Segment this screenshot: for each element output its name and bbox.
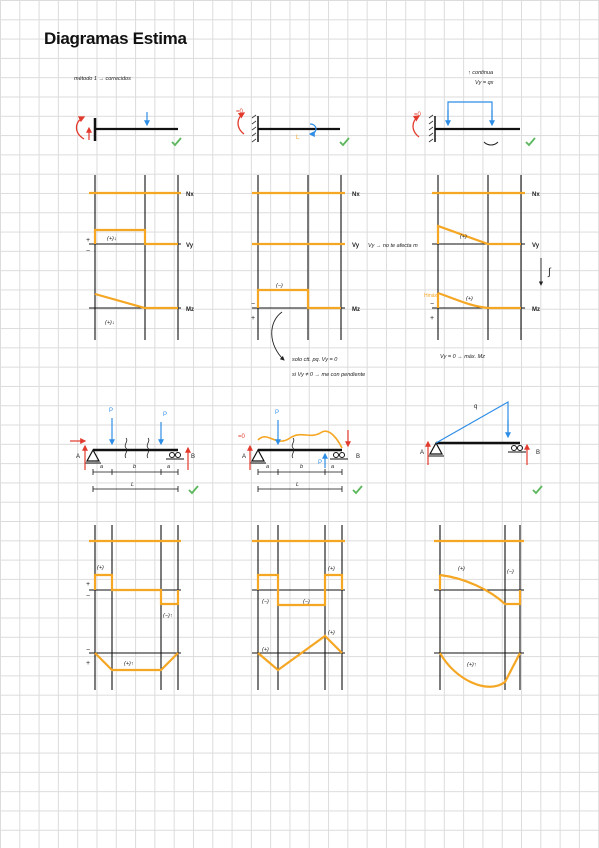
svg-text:−: − (251, 301, 255, 308)
svg-text:+: + (86, 581, 90, 588)
svg-text:∫: ∫ (547, 267, 552, 278)
svg-text:(+)↓: (+)↓ (107, 236, 117, 242)
cantilever-1 (75, 112, 182, 147)
svg-text:(−): (−) (303, 599, 310, 605)
note-only-ctt: solo ctt. pq. Vy = 0 (292, 357, 338, 363)
svg-text:(+): (+) (262, 647, 269, 653)
svg-text:P: P (318, 460, 322, 466)
svg-text:Nx: Nx (352, 192, 360, 198)
svg-text:L: L (296, 135, 300, 141)
svg-text:(+): (+) (97, 565, 104, 571)
svg-text:Mz: Mz (532, 307, 540, 313)
svg-text:a: a (266, 464, 269, 470)
svg-text:+: + (430, 315, 434, 322)
diagram-set-6: (+) (−) (+)↑ (434, 525, 524, 690)
diagram-set-1: Nx (+)↓ Vy + − (+)↓ Mz (86, 175, 194, 340)
svg-text:a: a (331, 464, 334, 470)
svg-text:(+): (+) (328, 566, 335, 572)
applied-moment-arrow (308, 123, 317, 137)
note-continuous: ↑ continua (468, 70, 493, 76)
svg-text:P: P (275, 410, 279, 416)
note-vy-no-affects: Vy → no te afecta m (368, 243, 418, 249)
svg-text:A: A (76, 454, 80, 460)
svg-text:Hmáx: Hmáx (424, 293, 438, 299)
svg-text:(−): (−) (262, 599, 269, 605)
mz-label: Mz (186, 307, 194, 313)
check-icon (339, 137, 350, 147)
cantilever-3: =0 (412, 101, 536, 147)
note-method: método 1 → correcidos (74, 76, 131, 82)
svg-text:(+): (+) (466, 296, 473, 302)
svg-text:(+): (+) (458, 566, 465, 572)
diagram-set-4: (+) (−)↑ + − (+)↑ − + (86, 525, 181, 690)
svg-text:=0: =0 (236, 109, 244, 115)
svg-text:a: a (100, 464, 103, 470)
vy-label: Vy (186, 243, 194, 249)
moment-reaction-arrow (75, 116, 86, 140)
svg-text:+: + (86, 660, 90, 667)
svg-text:(+)↑: (+)↑ (467, 662, 477, 668)
svg-text:Vy: Vy (352, 243, 360, 249)
svg-text:Vy: Vy (532, 243, 540, 249)
svg-text:A: A (242, 454, 246, 460)
svg-text:−: − (430, 301, 434, 308)
diagram-set-5: (−) (−) (+) (+) (+) (252, 525, 345, 690)
svg-text:B: B (356, 454, 360, 460)
svg-text:=0: =0 (414, 112, 422, 118)
svg-text:P: P (109, 408, 113, 414)
svg-text:L: L (131, 482, 134, 488)
simple-beam-3: q A B (420, 400, 543, 495)
page-title: Diagramas Estima (44, 29, 187, 48)
check-icon (171, 137, 182, 147)
svg-text:b: b (133, 464, 136, 470)
note-if-vy: si Vy ≠ 0 → me con pendiente (292, 372, 365, 378)
svg-text:B: B (536, 450, 540, 456)
svg-text:b: b (300, 464, 303, 470)
note-continuous-eq: Vy = qx (475, 80, 494, 86)
svg-text:Nx: Nx (532, 192, 540, 198)
svg-text:Mz: Mz (352, 307, 360, 313)
svg-text:L: L (296, 482, 299, 488)
svg-text:=0: =0 (238, 434, 246, 440)
svg-text:(−): (−) (276, 283, 283, 289)
check-icon (352, 485, 363, 495)
note-vy-zero-max: Vy = 0 → máx. Mz (440, 354, 485, 360)
svg-text:(+)↓: (+)↓ (105, 320, 115, 326)
svg-text:+: + (86, 237, 90, 244)
check-icon (525, 137, 536, 147)
svg-text:−: − (86, 248, 90, 255)
svg-text:P: P (163, 412, 167, 418)
diagram-set-2: Nx Vy Vy → no te afecta m (−) Mz − + sol… (251, 175, 418, 378)
svg-text:(+)↑: (+)↑ (124, 661, 134, 667)
svg-text:B: B (191, 454, 195, 460)
svg-text:(−): (−) (507, 569, 514, 575)
simple-beam-1: P P A B a b a L (70, 408, 199, 495)
svg-text:a: a (167, 464, 170, 470)
simple-beam-2: P P =0 A B a b a L (238, 410, 363, 495)
svg-text:+: + (251, 315, 255, 322)
cantilever-2: L =0 (236, 109, 350, 147)
svg-text:A: A (420, 450, 424, 456)
svg-text:(−)↑: (−)↑ (163, 613, 173, 619)
check-icon (188, 485, 199, 495)
svg-text:−: − (86, 647, 90, 654)
diagram-set-3: Nx (+) Vy ∫ (+) Hmáx Mz − + Vy = 0 → máx… (424, 175, 552, 360)
svg-text:−: − (86, 593, 90, 600)
check-icon (532, 485, 543, 495)
svg-text:q: q (474, 404, 477, 410)
nx-label: Nx (186, 192, 194, 198)
svg-text:(+): (+) (328, 630, 335, 636)
svg-text:(+): (+) (460, 234, 467, 240)
